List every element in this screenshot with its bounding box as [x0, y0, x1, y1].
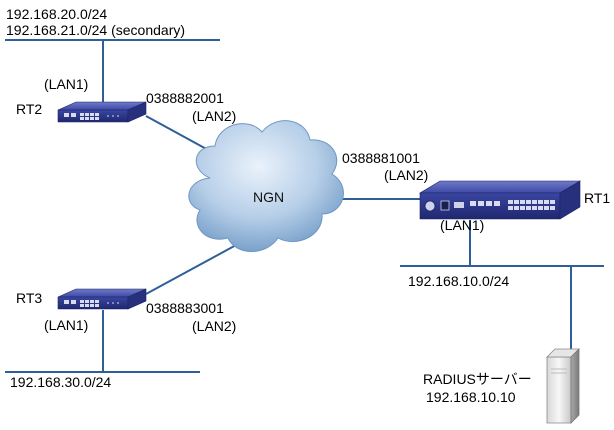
rt3-lan1-label: (LAN1) [44, 317, 89, 333]
rt2-lan2-label: (LAN2) [192, 108, 237, 124]
rt2-lan-secondary-subnet: 192.168.21.0/24 (secondary) [6, 22, 186, 38]
rt3-lan-subnet: 192.168.30.0/24 [10, 374, 112, 390]
radius-server-ip: 192.168.10.10 [426, 389, 516, 405]
rt3-ngn-link [145, 243, 239, 295]
rt1-router-icon [418, 180, 582, 220]
rt2-name: RT2 [16, 101, 43, 117]
rt2-number: 0388882001 [146, 90, 224, 106]
rt2-router-icon [57, 101, 147, 123]
ngn-label: NGN [253, 189, 285, 205]
rt1-lan2-label: (LAN2) [384, 167, 429, 183]
rt1-number: 0388881001 [342, 150, 420, 166]
radius-server-icon [546, 348, 580, 424]
rt1-lan1-label: (LAN1) [440, 217, 485, 233]
rt2-lan1-label: (LAN1) [44, 76, 89, 92]
network-links [5, 39, 604, 373]
rt1-name: RT1 [584, 190, 611, 206]
rt2-lan-subnet: 192.168.20.0/24 [6, 6, 108, 22]
radius-server-name: RADIUSサーバー [423, 371, 532, 387]
rt3-lan2-label: (LAN2) [192, 318, 237, 334]
rt3-name: RT3 [16, 290, 43, 306]
rt3-router-icon [57, 288, 147, 310]
rt3-number: 0388883001 [146, 300, 224, 316]
ngn-cloud-icon [188, 120, 344, 252]
rt1-lan-subnet: 192.168.10.0/24 [408, 273, 510, 289]
